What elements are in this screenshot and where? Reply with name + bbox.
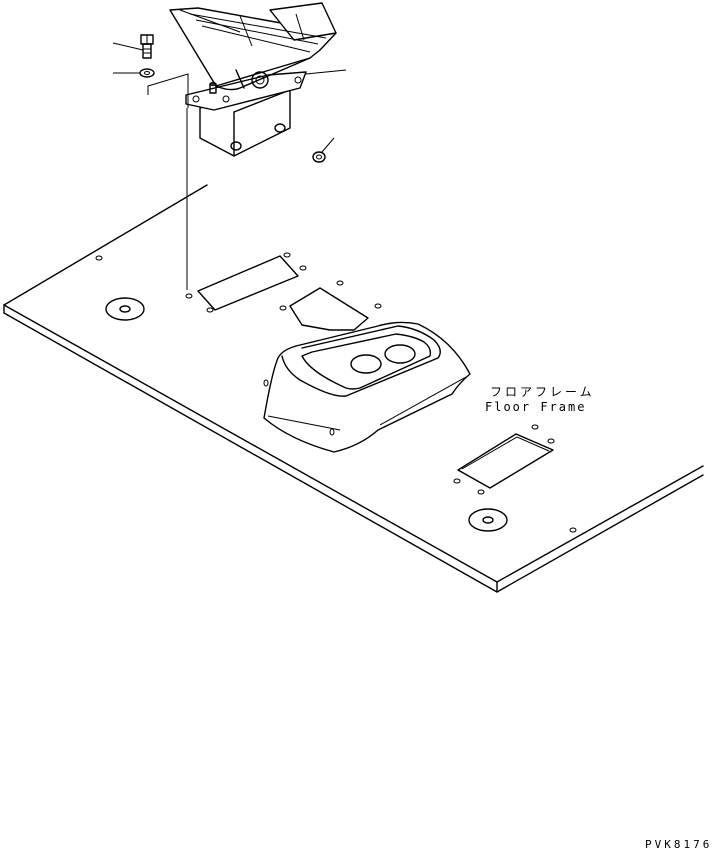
leader-lines (112, 42, 347, 290)
washer-left (105, 297, 145, 321)
washer (139, 68, 155, 78)
console-box (263, 321, 471, 453)
rear-cutout (457, 433, 554, 489)
floor-frame-label-jp: フロアフレーム (490, 385, 595, 399)
pedal-cutout (197, 255, 299, 311)
plate-holes (95, 252, 577, 533)
plug (312, 151, 326, 163)
pedal-assembly (169, 2, 337, 157)
floor-frame-plate (3, 184, 704, 593)
cover-plate-cutout (289, 287, 369, 331)
washer-right (468, 508, 508, 532)
drawing-code: PVK8176 (645, 838, 713, 851)
bolt (140, 34, 154, 59)
floor-frame-label-en: Floor Frame (485, 400, 587, 414)
